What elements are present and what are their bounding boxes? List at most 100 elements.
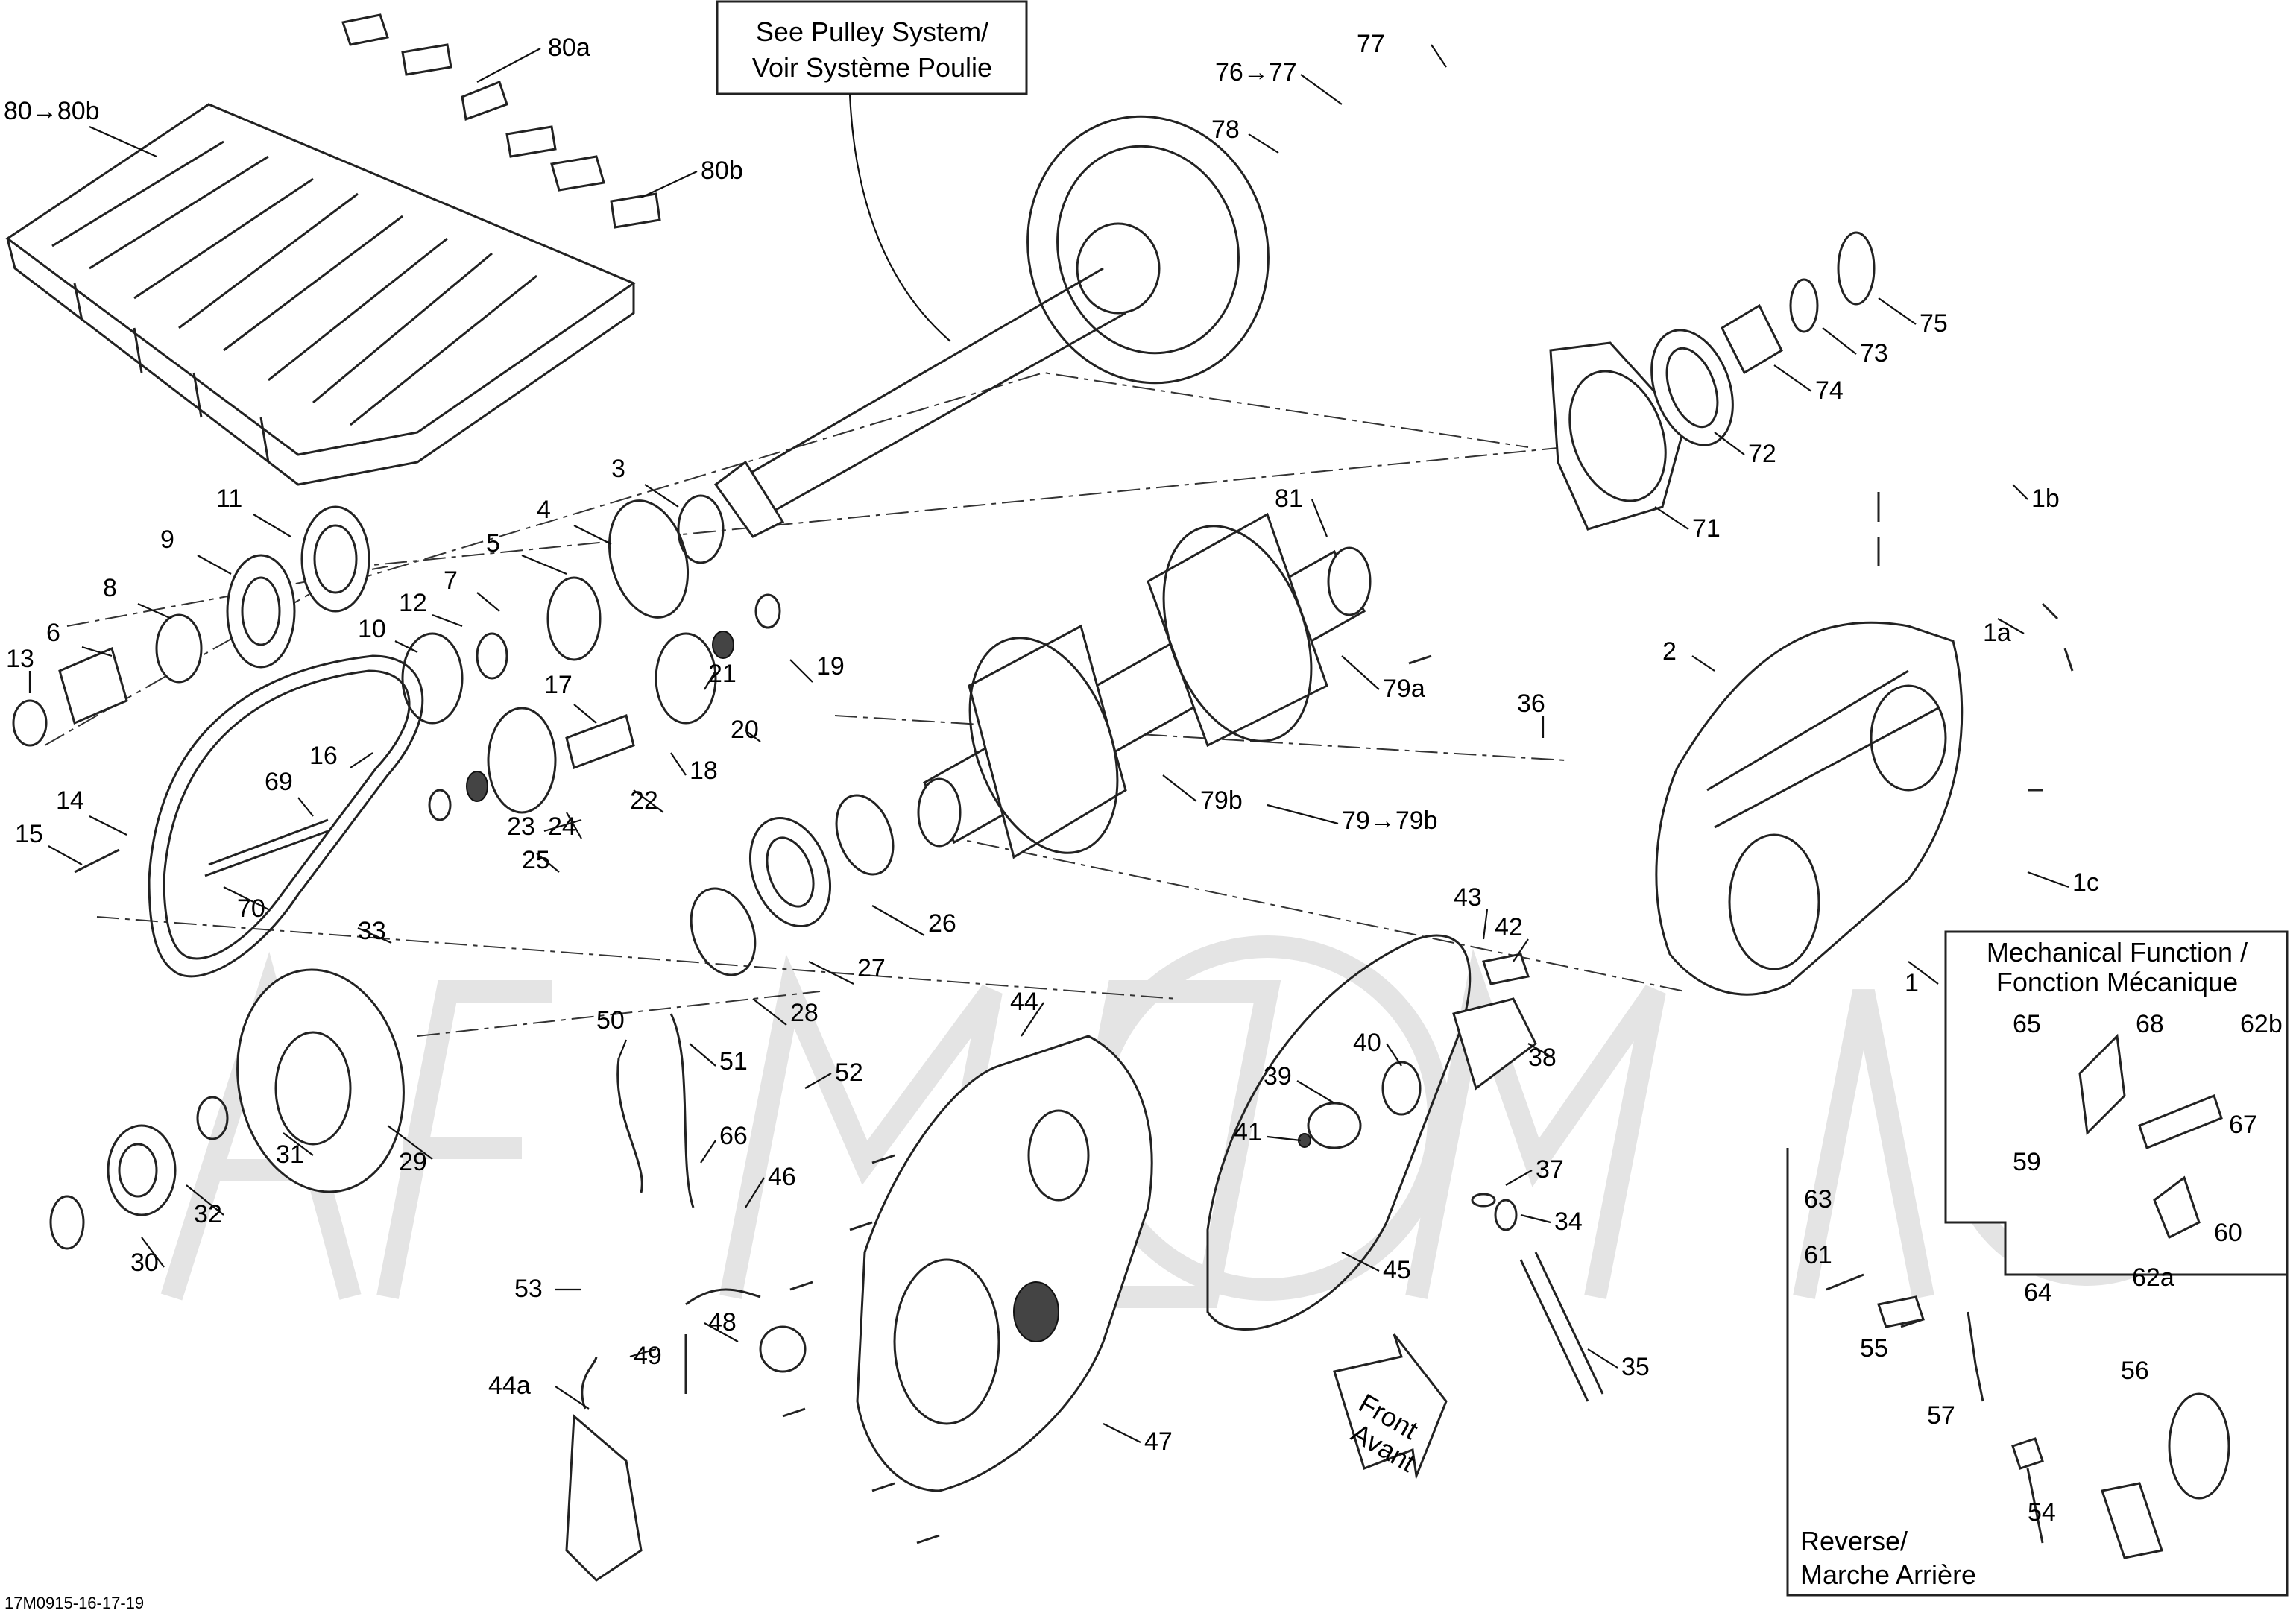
callout: 81 bbox=[1275, 485, 1303, 513]
callout: 4 bbox=[537, 496, 551, 524]
chaincase-1 bbox=[1655, 621, 1964, 996]
callout: 42 bbox=[1495, 913, 1523, 941]
callout: 69 bbox=[265, 768, 293, 796]
callout: 52 bbox=[835, 1058, 863, 1087]
reverse-inset: Reverse/ Marche Arrière bbox=[1786, 1148, 2289, 1597]
callout: 37 bbox=[1536, 1155, 1564, 1184]
callout: 64 bbox=[2024, 1278, 2052, 1307]
callout: 17 bbox=[544, 671, 573, 699]
callout: 40 bbox=[1353, 1029, 1381, 1057]
callout: 49 bbox=[634, 1342, 662, 1370]
callout: 74 bbox=[1815, 376, 1844, 405]
gear-stack-left bbox=[12, 494, 781, 821]
callout: 32 bbox=[194, 1200, 222, 1228]
callout: 10 bbox=[358, 615, 386, 643]
callout: 23 bbox=[507, 812, 535, 841]
callout: 79a bbox=[1383, 675, 1425, 703]
callout: 39 bbox=[1264, 1062, 1292, 1091]
callout: 29 bbox=[399, 1148, 427, 1176]
callout: 51 bbox=[719, 1047, 748, 1076]
callout: 2 bbox=[1662, 637, 1677, 666]
front-arrow: Front Avant bbox=[1333, 1333, 1448, 1480]
callout: 55 bbox=[1860, 1334, 1888, 1363]
drive-axle-79 bbox=[917, 512, 1372, 859]
callout: 13 bbox=[6, 645, 34, 673]
callout: 20 bbox=[731, 716, 759, 744]
callout: 50 bbox=[596, 1006, 625, 1035]
callout: 44 bbox=[1010, 988, 1038, 1016]
callout: 3 bbox=[611, 455, 625, 483]
oil-cap-47 bbox=[759, 1325, 807, 1373]
callout: 26 bbox=[928, 909, 956, 938]
callout: 65 bbox=[2013, 1010, 2041, 1038]
track-clips-80a-80b bbox=[341, 13, 661, 229]
callout: 80b bbox=[701, 157, 743, 185]
callout: 21 bbox=[708, 660, 737, 688]
chain-33 bbox=[148, 654, 424, 978]
callout: 30 bbox=[130, 1249, 159, 1277]
callout: 63 bbox=[1804, 1185, 1832, 1213]
callout: 57 bbox=[1927, 1401, 1955, 1430]
callout: 79→79b bbox=[1342, 807, 1438, 835]
callout: 78 bbox=[1211, 116, 1240, 144]
callout: 5 bbox=[486, 529, 500, 558]
callout: 11 bbox=[216, 485, 242, 513]
pulley-assembly bbox=[713, 115, 1270, 538]
mechanical-note-line-1: Mechanical Function / bbox=[1987, 937, 2248, 968]
watermark-logo bbox=[160, 935, 2225, 1308]
hub-32-30-31 bbox=[49, 1096, 229, 1250]
reverse-note-line-2: Marche Arrière bbox=[1800, 1559, 1976, 1590]
gasket-45 bbox=[1206, 934, 1472, 1331]
diagram-code: 17M0915-16-17-19 bbox=[4, 1594, 144, 1612]
callout: 56 bbox=[2121, 1357, 2149, 1385]
callout: 73 bbox=[1860, 339, 1888, 367]
callout: 12 bbox=[399, 589, 427, 617]
callout: 34 bbox=[1554, 1208, 1583, 1236]
callout: 36 bbox=[1517, 689, 1545, 718]
callout: 62b bbox=[2240, 1010, 2283, 1038]
callout: 76→77 bbox=[1215, 58, 1297, 86]
callout: 66 bbox=[719, 1122, 748, 1150]
callout: 80→80b bbox=[4, 97, 100, 125]
callout: 67 bbox=[2229, 1111, 2257, 1139]
callout: 80a bbox=[548, 34, 590, 62]
callout: 46 bbox=[768, 1163, 796, 1191]
callout: 35 bbox=[1621, 1353, 1650, 1381]
bearings-26-27-28 bbox=[690, 794, 895, 976]
cover-44 bbox=[856, 1035, 1153, 1492]
callout: 44a bbox=[488, 1372, 531, 1400]
callout: 60 bbox=[2214, 1219, 2242, 1247]
callout: 1 bbox=[1905, 969, 1919, 997]
callout: 45 bbox=[1383, 1256, 1411, 1284]
callout: 16 bbox=[309, 742, 338, 770]
callout: 15 bbox=[15, 820, 43, 848]
callout-labels: 80a 80→80b 80b 77 76→77 78 75 73 74 72 7… bbox=[4, 30, 2283, 1527]
callout: 70 bbox=[237, 894, 265, 923]
pulley-note-box: See Pulley System/ Voir Système Poulie bbox=[716, 0, 1028, 342]
callout: 61 bbox=[1804, 1241, 1832, 1269]
callout: 71 bbox=[1692, 514, 1721, 543]
callout: 41 bbox=[1234, 1118, 1262, 1146]
callout: 48 bbox=[708, 1308, 737, 1336]
sprocket-29 bbox=[236, 968, 405, 1193]
track-80 bbox=[5, 103, 637, 486]
pulley-note-line-2: Voir Système Poulie bbox=[752, 52, 992, 83]
leader-lines bbox=[28, 44, 2069, 1443]
callout: 9 bbox=[160, 525, 174, 554]
callout: 1c bbox=[2072, 868, 2099, 897]
callout: 75 bbox=[1920, 309, 1948, 338]
callout: 43 bbox=[1454, 883, 1482, 912]
callout: 68 bbox=[2136, 1010, 2164, 1038]
callout: 6 bbox=[46, 619, 60, 647]
callout: 19 bbox=[816, 652, 845, 681]
pulley-note-line-1: See Pulley System/ bbox=[756, 16, 988, 47]
hoses-49-50 bbox=[616, 1013, 761, 1394]
callout: 54 bbox=[2028, 1498, 2056, 1527]
callout: 28 bbox=[790, 999, 819, 1027]
callout: 33 bbox=[358, 917, 386, 945]
callout: 1b bbox=[2031, 485, 2060, 513]
reverse-note-line-1: Reverse/ bbox=[1800, 1526, 1908, 1556]
callout: 79b bbox=[1200, 786, 1243, 815]
callout: 72 bbox=[1748, 440, 1776, 468]
callout: 18 bbox=[690, 757, 718, 785]
